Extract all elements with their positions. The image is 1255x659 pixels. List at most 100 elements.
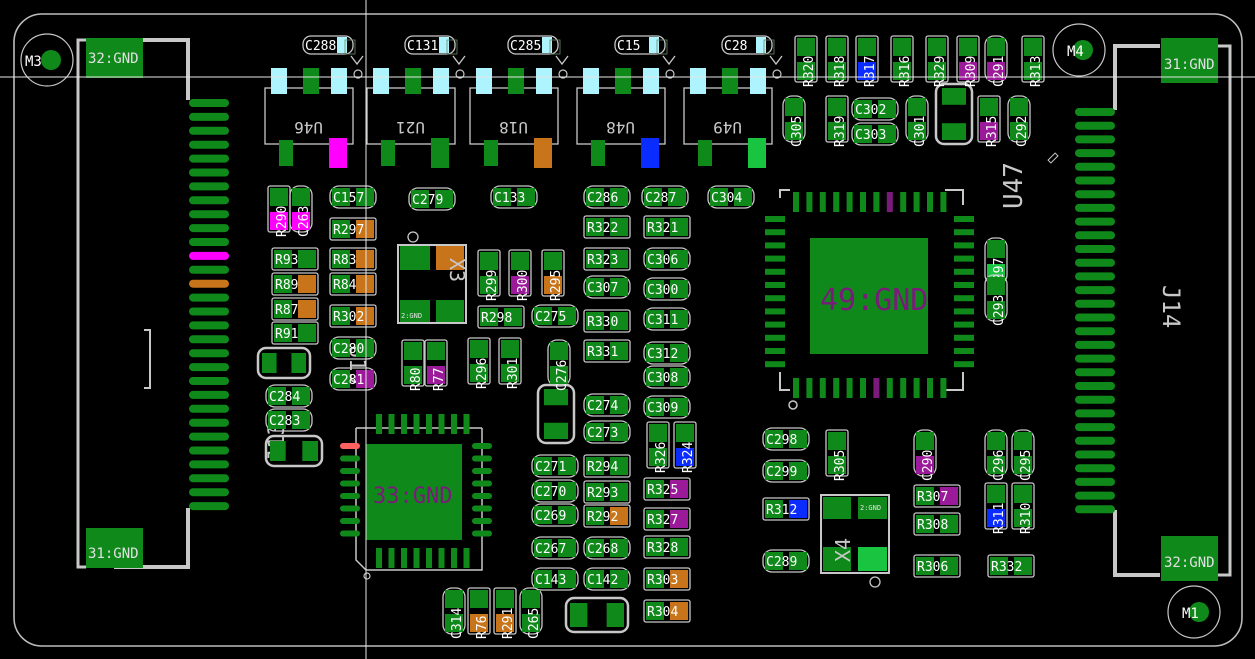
component-c270[interactable]: C270 [531,479,579,503]
connector-pin [1075,450,1115,459]
component-r87[interactable]: R87 [271,297,319,321]
component-c290[interactable]: C290 [913,429,937,481]
component-c291[interactable]: C291 [984,35,1008,87]
component-c265[interactable]: C265 [519,587,543,639]
component-outline [531,454,579,478]
component-r311[interactable]: R311 [984,482,1008,534]
component-c267[interactable]: C267 [531,536,579,560]
component-c308[interactable]: C308 [643,365,691,389]
component-c304[interactable]: C304 [707,185,755,209]
component-r330[interactable]: R330 [583,309,631,333]
component-c284[interactable]: C284 [265,384,313,408]
component-r303[interactable]: R303 [643,567,691,591]
component-r331[interactable]: R331 [583,339,631,363]
component-r77[interactable]: R77 [424,339,448,391]
component-r310[interactable]: R310 [1011,482,1035,534]
component-r295[interactable]: R295 [541,249,565,301]
component-c279[interactable]: C279 [408,187,456,211]
component-r320[interactable]: R320 [794,35,818,87]
component-c295[interactable]: C295 [1011,429,1035,481]
component-c293[interactable]: C293 [984,274,1008,326]
component-c307[interactable]: C307 [583,275,631,299]
component-r304[interactable]: R304 [643,599,691,623]
component-c300[interactable]: C300 [643,277,691,301]
component-r332[interactable]: R332 [987,554,1035,578]
component-r298[interactable]: R298 [477,305,525,329]
component-r327[interactable]: R327 [643,507,691,531]
component-r302[interactable]: R302 [329,304,377,328]
component-c274[interactable]: C274 [583,393,631,417]
component-c314[interactable]: C314 [442,587,466,639]
component-r323[interactable]: R323 [583,247,631,271]
pad [586,423,604,441]
component-c312[interactable]: C312 [643,341,691,365]
component-r329[interactable]: R329 [925,35,949,87]
component-c283[interactable]: C283 [265,408,313,432]
component-c301[interactable]: C301 [905,95,929,147]
component-c273[interactable]: C273 [583,420,631,444]
component-r308[interactable]: R308 [913,512,961,536]
component-r301[interactable]: R301 [498,337,522,389]
component-c281[interactable]: C281 [329,367,377,391]
component-c275[interactable]: C275 [531,304,579,328]
component-r293[interactable]: R293 [583,480,631,504]
component-r80[interactable]: R80 [401,339,425,391]
component-c306[interactable]: C306 [643,247,691,271]
component-r324[interactable]: R324 [673,421,697,473]
component-r312[interactable]: R312 [762,497,810,521]
component-c298[interactable]: C298 [762,427,810,451]
component-r292[interactable]: R292 [583,504,631,528]
component-r84[interactable]: R84 [329,272,377,296]
component-c157[interactable]: C157 [329,185,377,209]
component-r307[interactable]: R307 [913,484,961,508]
component-r326[interactable]: R326 [646,421,670,473]
component-r319[interactable]: R319 [825,95,849,147]
component-c271[interactable]: C271 [531,454,579,478]
component-r297[interactable]: R297 [329,217,377,241]
component-c311[interactable]: C311 [643,307,691,331]
component-r76[interactable]: R76 [467,587,491,639]
component-c292[interactable]: C292 [1007,95,1031,147]
component-c309[interactable]: C309 [643,395,691,419]
component-r306[interactable]: R306 [913,554,961,578]
component-r291[interactable]: R291 [493,587,517,639]
component-c305[interactable]: C305 [782,95,806,147]
component-c269[interactable]: C269 [531,503,579,527]
component-r300[interactable]: R300 [508,249,532,301]
component-r313[interactable]: R313 [1021,35,1045,87]
component-r316[interactable]: R316 [890,35,914,87]
component-c263[interactable]: C263 [289,185,313,237]
component-r309[interactable]: R309 [956,35,980,87]
component-c287[interactable]: C287 [641,185,689,209]
component-c302[interactable]: C302 [851,97,899,121]
component-c143[interactable]: C143 [531,567,579,591]
component-r322[interactable]: R322 [583,215,631,239]
component-r321[interactable]: R321 [643,215,691,239]
component-r318[interactable]: R318 [825,35,849,87]
component-r296[interactable]: R296 [467,337,491,389]
component-c286[interactable]: C286 [583,185,631,209]
component-c289[interactable]: C289 [762,549,810,573]
component-c276[interactable]: C276 [547,339,571,391]
component-r328[interactable]: R328 [643,535,691,559]
component-c268[interactable]: C268 [583,536,631,560]
component-c280[interactable]: C280 [329,336,377,360]
connector-pin [1075,286,1115,295]
component-r305[interactable]: R305 [825,429,849,481]
component-c133[interactable]: C133 [490,185,538,209]
component-c142[interactable]: C142 [583,567,631,591]
component-c299[interactable]: C299 [762,459,810,483]
component-r315[interactable]: R315 [977,95,1001,147]
component-r83[interactable]: R83 [329,247,377,271]
component-r290[interactable]: R290 [267,185,291,237]
component-r89[interactable]: R89 [271,272,319,296]
component-r294[interactable]: R294 [583,454,631,478]
component-c296[interactable]: C296 [984,429,1008,481]
component-r317[interactable]: R317 [855,35,879,87]
component-r91[interactable]: R91 [271,321,319,345]
component-r325[interactable]: R325 [643,477,691,501]
component-r93[interactable]: R93 [271,247,319,271]
component-r299[interactable]: R299 [477,249,501,301]
component-c303[interactable]: C303 [851,122,899,146]
